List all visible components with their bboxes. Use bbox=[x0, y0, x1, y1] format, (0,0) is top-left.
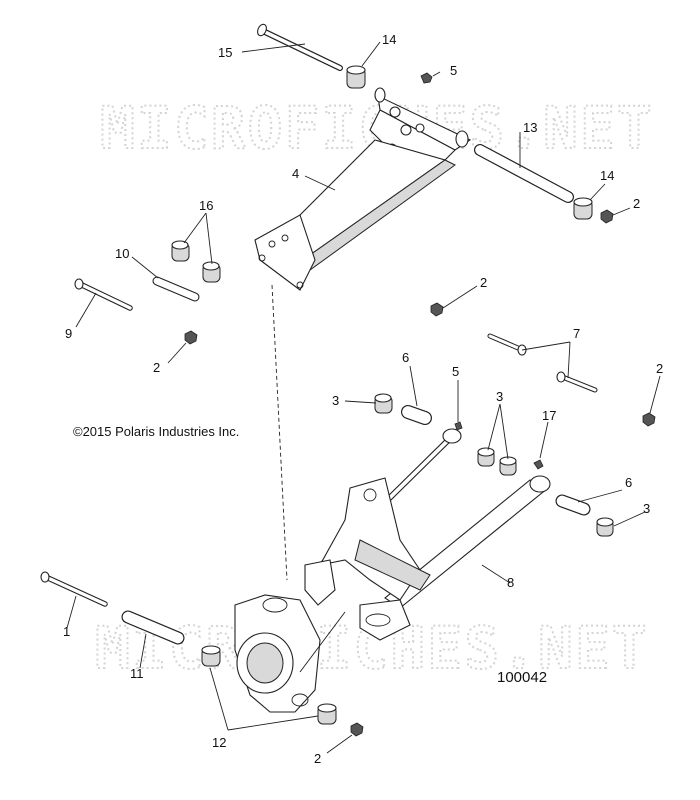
callout-7: 7 bbox=[573, 326, 580, 341]
part-3-bushing-a bbox=[374, 393, 393, 414]
part-2-nut-b bbox=[184, 330, 198, 345]
part-16-bushings bbox=[171, 240, 221, 283]
copyright-text: ©2015 Polaris Industries Inc. bbox=[73, 424, 239, 439]
callout-10: 10 bbox=[115, 246, 129, 261]
part-17-fitting bbox=[533, 459, 544, 470]
callout-1: 1 bbox=[63, 624, 70, 639]
callout-13: 13 bbox=[523, 120, 537, 135]
callout-2-b: 2 bbox=[153, 360, 160, 375]
part-2-nut-d bbox=[642, 412, 656, 427]
part-11-pin bbox=[121, 610, 185, 645]
callout-15: 15 bbox=[218, 45, 232, 60]
part-2-nut-c bbox=[430, 302, 444, 317]
part-5-nut-top bbox=[420, 72, 433, 84]
callout-14-right: 14 bbox=[600, 168, 614, 183]
part-4-upper-arm bbox=[254, 87, 472, 291]
callout-6-left: 6 bbox=[402, 350, 409, 365]
callout-6-right: 6 bbox=[625, 475, 632, 490]
callout-11: 11 bbox=[130, 666, 144, 681]
part-6-pin-b bbox=[555, 494, 591, 516]
callout-2-c: 2 bbox=[480, 275, 487, 290]
part-14-bushing-top bbox=[346, 65, 366, 89]
assembly-line bbox=[271, 284, 288, 581]
callout-5-top: 5 bbox=[450, 63, 457, 78]
part-6-pin-a bbox=[401, 405, 432, 425]
callout-2-a: 2 bbox=[633, 196, 640, 211]
part-14-bushing-right bbox=[573, 197, 593, 220]
callout-2-e: 2 bbox=[314, 751, 321, 766]
callout-9: 9 bbox=[65, 326, 72, 341]
part-2-nut-e bbox=[350, 722, 364, 737]
part-2-nut-a bbox=[600, 209, 614, 224]
part-knuckle bbox=[234, 594, 321, 713]
callout-17: 17 bbox=[542, 408, 556, 423]
callout-12: 12 bbox=[212, 735, 226, 750]
part-15-bolt bbox=[257, 23, 343, 71]
callout-3-left: 3 bbox=[332, 393, 339, 408]
part-13-pin bbox=[474, 144, 574, 203]
part-10-pin bbox=[152, 276, 200, 302]
part-12-bushings bbox=[201, 645, 337, 725]
callout-14-top: 14 bbox=[382, 32, 396, 47]
callout-16: 16 bbox=[199, 198, 213, 213]
part-7-bolts bbox=[487, 333, 598, 393]
part-3-bushing-c bbox=[596, 517, 614, 537]
callout-5-mid: 5 bbox=[452, 364, 459, 379]
part-1-bolt bbox=[40, 571, 108, 607]
callout-8: 8 bbox=[507, 575, 514, 590]
part-8-trailing-arm bbox=[304, 428, 551, 641]
part-5-fitting bbox=[454, 421, 463, 431]
callout-3-right: 3 bbox=[643, 501, 650, 516]
part-9-bolt bbox=[74, 278, 133, 311]
callout-4: 4 bbox=[292, 166, 299, 181]
diagram-number: 100042 bbox=[497, 669, 547, 686]
callout-3-mid: 3 bbox=[496, 389, 503, 404]
part-3-bushing-b bbox=[477, 447, 517, 476]
assembly-line-2 bbox=[299, 611, 346, 673]
leader-lines bbox=[66, 41, 661, 754]
callout-2-d: 2 bbox=[656, 361, 663, 376]
